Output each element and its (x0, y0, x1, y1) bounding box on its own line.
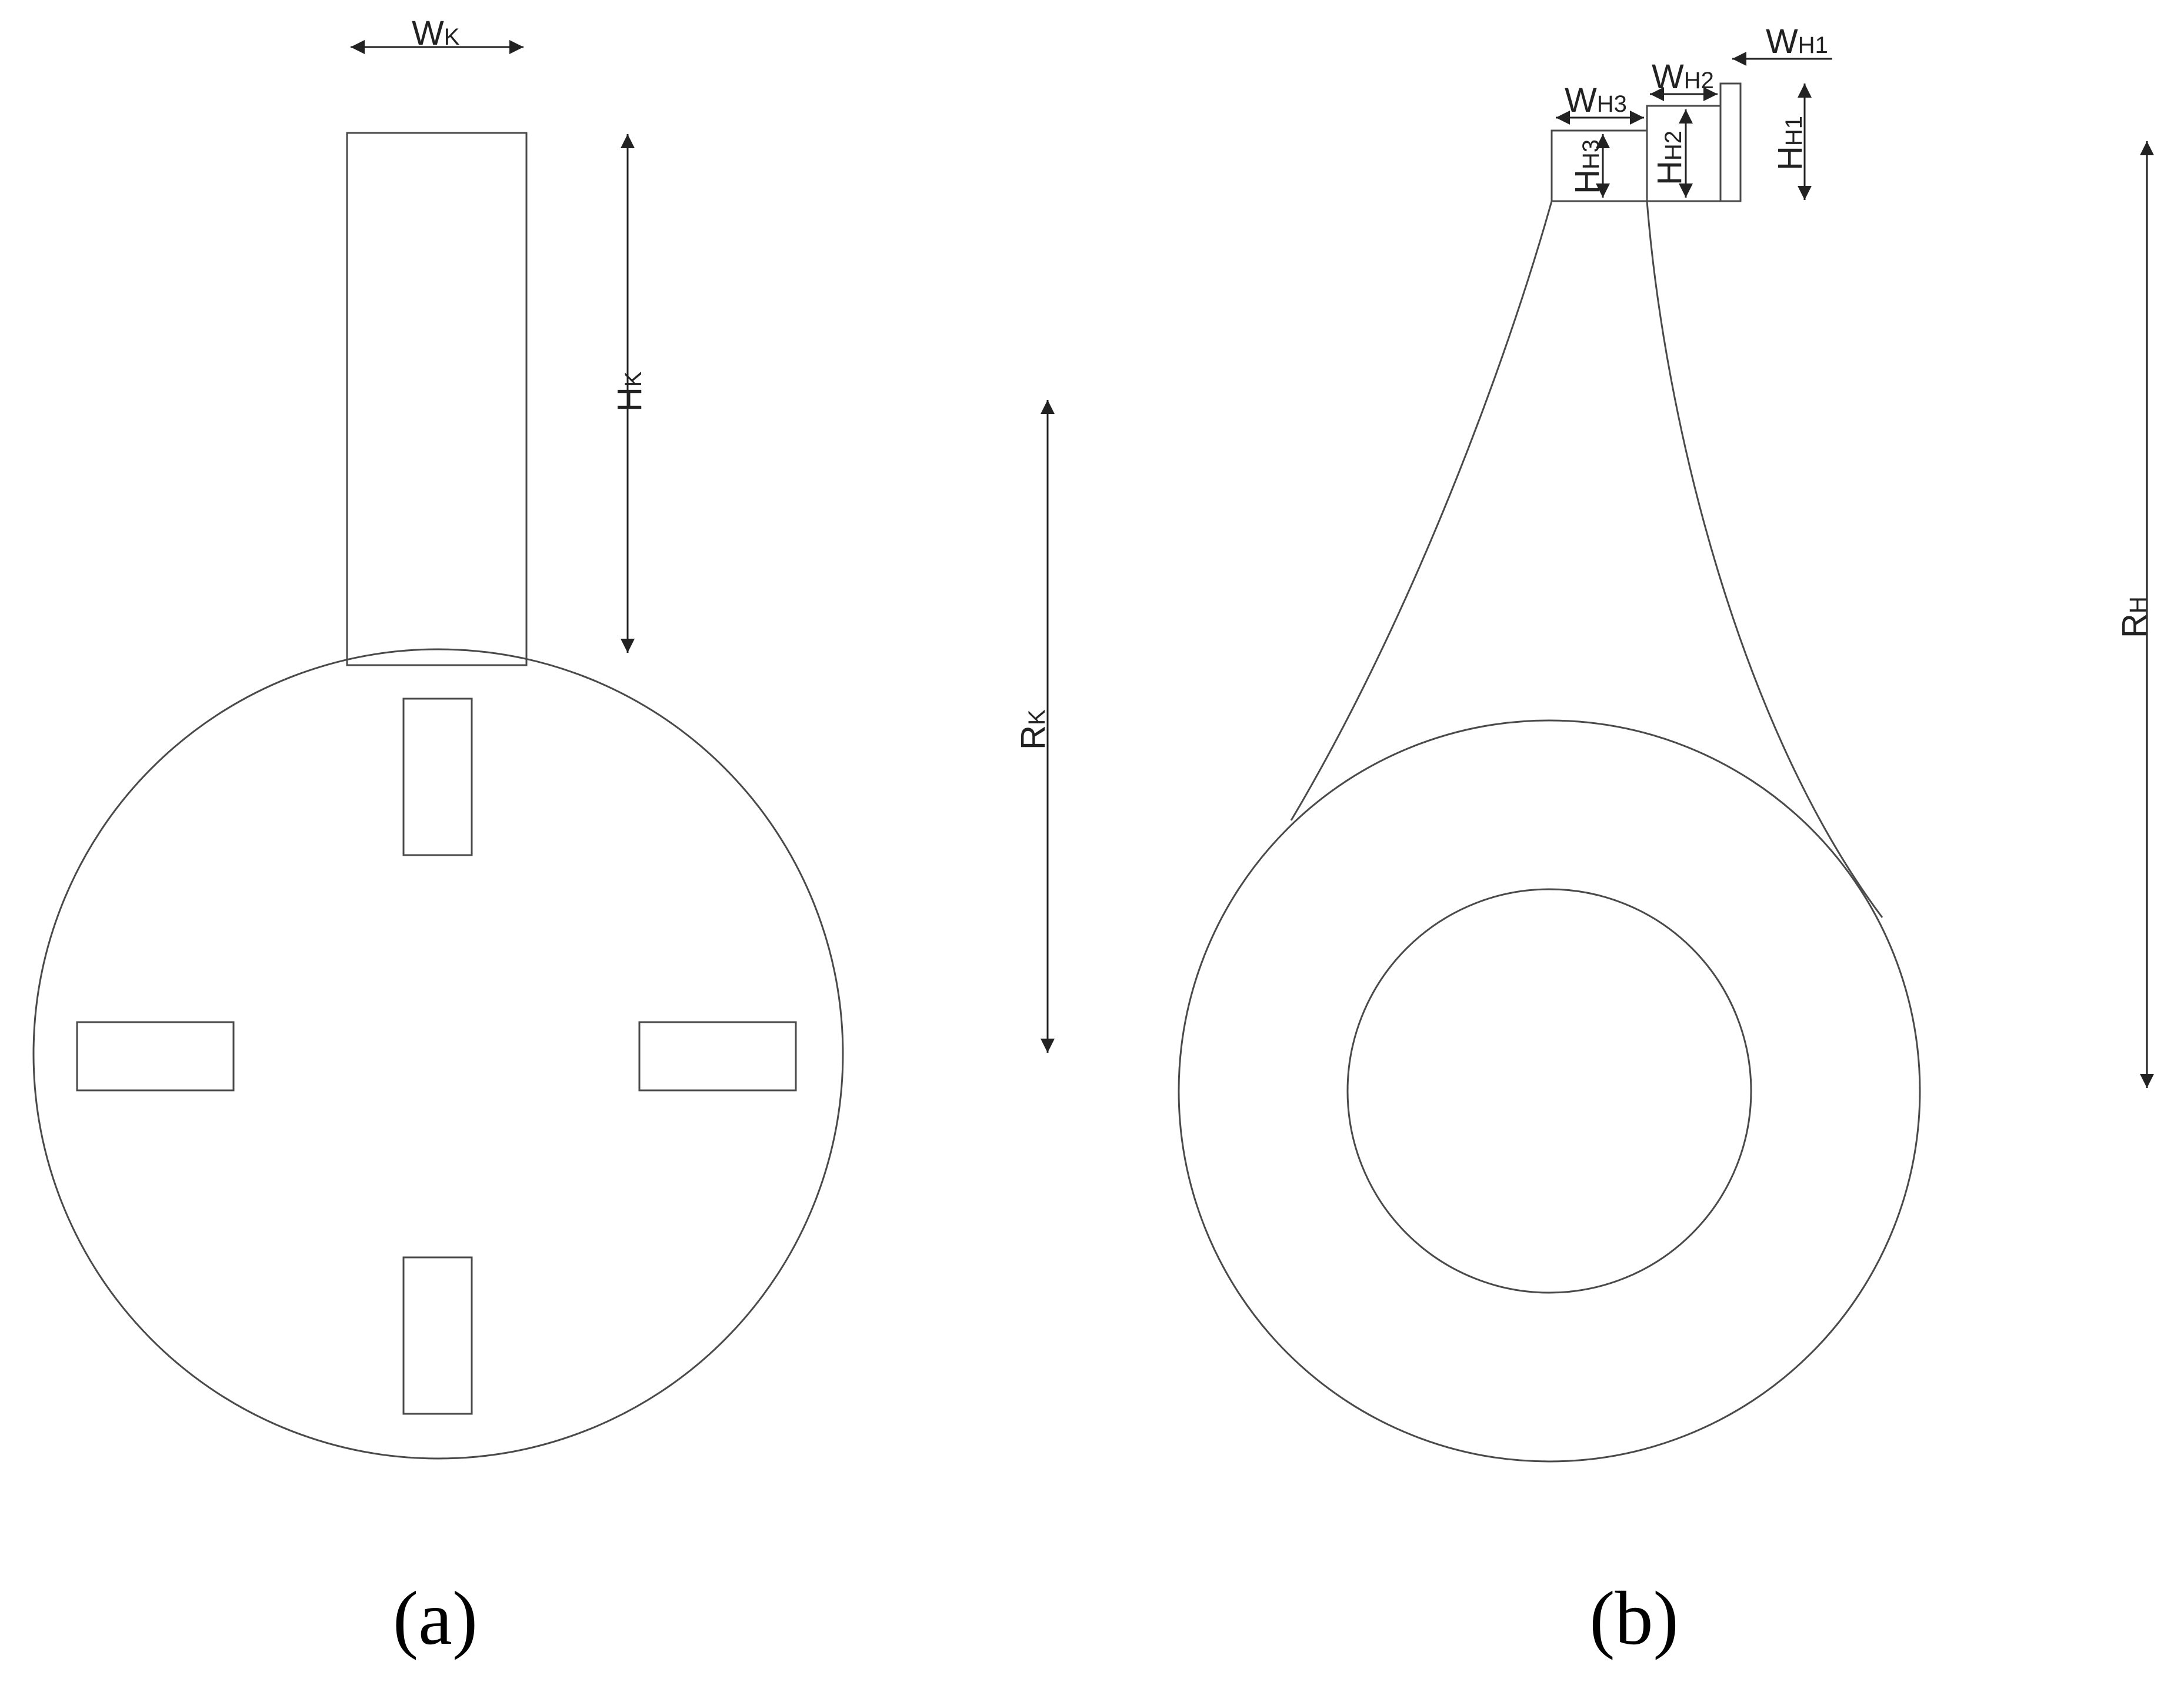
slot-bottom (402, 1256, 473, 1415)
caption-b: (b) (1589, 1576, 1679, 1661)
outer-disk-b (1178, 719, 1921, 1463)
label-height-h2: HH2 (1650, 131, 1689, 185)
panel-b: WH1 WH2 WH3 HH3 HH2 HH1 RH ( (1178, 22, 2154, 1661)
label-height-h3: HH3 (1568, 139, 1606, 194)
caption-a: (a) (393, 1576, 478, 1661)
label-height-k: HK (611, 371, 649, 412)
block-h1 (1719, 82, 1742, 202)
label-width-h3: WH3 (1565, 81, 1627, 119)
panel-a: WK HK RK (a) (32, 14, 1055, 1661)
inner-hole-b (1346, 888, 1752, 1294)
neck-left-curve (1290, 201, 1553, 821)
main-disk-a (32, 648, 844, 1460)
label-width-k: WK (412, 14, 460, 52)
neck-right-curve (1646, 201, 1883, 918)
stem-rectangle-a (346, 132, 528, 666)
slot-right (638, 1021, 797, 1092)
slot-top (402, 698, 473, 856)
label-radius-h: RH (2115, 596, 2153, 638)
label-radius-k: RK (1014, 709, 1052, 750)
label-width-h2: WH2 (1652, 58, 1714, 96)
label-width-h1: WH1 (1766, 22, 1828, 61)
label-height-h1: HH1 (1771, 116, 1809, 171)
slot-left (76, 1021, 235, 1092)
